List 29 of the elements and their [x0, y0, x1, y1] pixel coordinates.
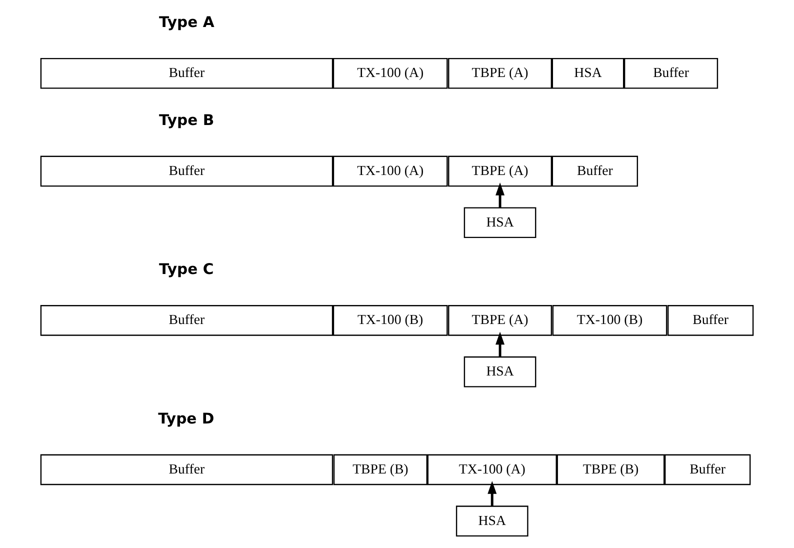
node-box: HSA	[552, 58, 624, 89]
node-box: Buffer	[552, 156, 638, 187]
node-box: Buffer	[667, 305, 754, 336]
node-box: TBPE (A)	[448, 305, 552, 336]
node-box: Buffer	[40, 156, 334, 187]
arrow	[496, 332, 505, 357]
arrow	[496, 182, 505, 208]
node-box: HSA	[456, 506, 528, 536]
label: Type D	[158, 410, 214, 428]
node-box: TBPE (B)	[556, 454, 665, 486]
node-box: TBPE (B)	[333, 454, 428, 486]
label: Type A	[159, 14, 214, 31]
node-box: HSA	[464, 356, 536, 388]
node-box: Buffer	[40, 305, 334, 336]
node-box: TX-100 (A)	[332, 156, 448, 187]
node-box: TX-100 (B)	[332, 305, 448, 336]
node-box: TBPE (A)	[448, 58, 552, 89]
arrow	[488, 480, 497, 506]
node-box: HSA	[464, 207, 536, 238]
node-box: TX-100 (A)	[332, 58, 448, 89]
node-box: TX-100 (B)	[552, 305, 668, 336]
node-box: TX-100 (A)	[427, 454, 557, 486]
node-box: Buffer	[40, 454, 334, 486]
label: Type B	[159, 112, 214, 129]
label: Type C	[159, 261, 214, 278]
node-box: Buffer	[40, 58, 334, 89]
node-box: Buffer	[664, 454, 751, 486]
node-box: TBPE (A)	[448, 156, 552, 187]
node-box: Buffer	[624, 58, 718, 89]
